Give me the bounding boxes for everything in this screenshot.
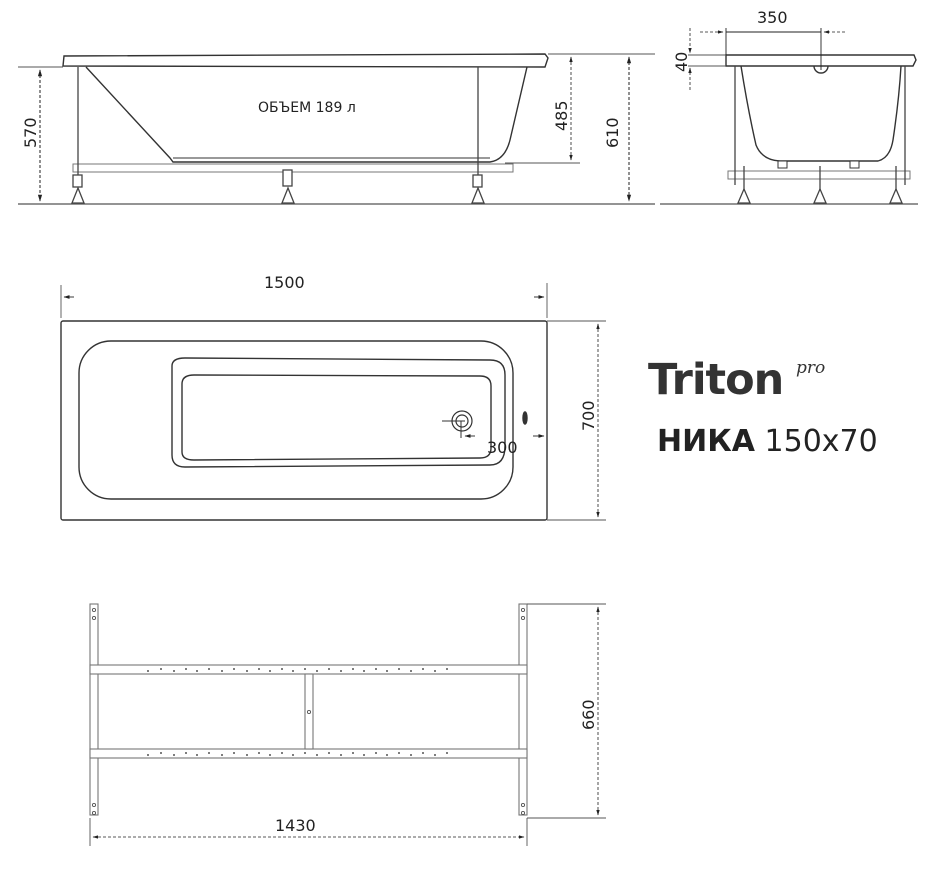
volume-label: ОБЪЕМ 189 л xyxy=(258,100,356,116)
top-view xyxy=(60,283,606,521)
frame-view xyxy=(89,603,606,846)
model-size: 150x70 xyxy=(764,424,878,459)
brand-superscript: pro xyxy=(796,358,826,378)
dim-length-1500: 1500 xyxy=(264,273,305,292)
dim-drain-300: 300 xyxy=(487,438,518,457)
dim-rim-40: 40 xyxy=(672,52,691,72)
dim-frame-length-1430: 1430 xyxy=(275,816,316,835)
dim-depth-485: 485 xyxy=(552,100,571,131)
dim-width-700: 700 xyxy=(579,400,598,431)
brand-name: Triton xyxy=(648,355,784,405)
model-title: НИКА 150x70 xyxy=(657,424,878,459)
dim-height-570: 570 xyxy=(21,117,40,148)
side-view xyxy=(18,53,655,205)
dim-overflow-350: 350 xyxy=(757,8,788,27)
end-view xyxy=(660,28,918,205)
dim-frame-width-660: 660 xyxy=(579,699,598,730)
model-name: НИКА xyxy=(657,424,755,459)
brand-logo: Triton xyxy=(648,355,784,405)
dim-height-610: 610 xyxy=(603,117,622,148)
